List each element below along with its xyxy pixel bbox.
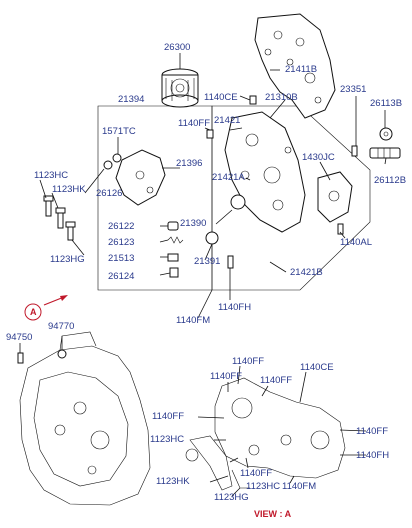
label-view-1123HC-a[interactable]: 1123HC bbox=[150, 434, 184, 445]
label-21391[interactable]: 21391 bbox=[194, 256, 220, 267]
view-a-arrow bbox=[43, 296, 65, 306]
oil-seal-part[interactable] bbox=[230, 194, 246, 210]
label-view-1123HC-b[interactable]: 1123HC bbox=[246, 481, 280, 492]
gear-26113B-part[interactable] bbox=[379, 127, 393, 141]
label-1140AL[interactable]: 1140AL bbox=[340, 237, 372, 248]
label-view-1140FF-b[interactable]: 1140FF bbox=[210, 371, 242, 382]
dipstick-94750-part[interactable] bbox=[17, 352, 24, 364]
washer-26126-part[interactable] bbox=[103, 160, 113, 170]
relief-bracket-part[interactable] bbox=[115, 149, 166, 206]
label-21421[interactable]: 21421 bbox=[214, 115, 240, 126]
label-view-1140FF-d[interactable]: 1140FF bbox=[152, 411, 184, 422]
label-21421A[interactable]: 21421A bbox=[212, 172, 245, 183]
label-21396[interactable]: 21396 bbox=[176, 158, 202, 169]
view-a-arrowhead bbox=[60, 295, 68, 301]
label-1140FH[interactable]: 1140FH bbox=[218, 302, 251, 313]
label-view-1140FM[interactable]: 1140FM bbox=[282, 481, 316, 492]
label-21390[interactable]: 21390 bbox=[180, 218, 206, 229]
label-26300[interactable]: 26300 bbox=[164, 42, 190, 53]
pump-cover-part[interactable] bbox=[317, 171, 353, 223]
relief-plunger-parts[interactable] bbox=[167, 221, 184, 278]
label-94770[interactable]: 94770 bbox=[48, 321, 74, 332]
label-view-1123HG[interactable]: 1123HG bbox=[214, 492, 249, 503]
bolt-23351-part[interactable] bbox=[351, 145, 358, 157]
label-view-1140FF-c[interactable]: 1140FF bbox=[260, 375, 292, 386]
view-a-marker-circle bbox=[24, 303, 42, 321]
label-view-1140FF-e[interactable]: 1140FF bbox=[356, 426, 388, 437]
bolt-1140FH-part[interactable] bbox=[227, 255, 234, 269]
label-21513[interactable]: 21513 bbox=[108, 253, 134, 264]
engine-block-sketch bbox=[19, 331, 151, 506]
label-21421B[interactable]: 21421B bbox=[290, 267, 323, 278]
label-21394[interactable]: 21394 bbox=[118, 94, 144, 105]
label-26124[interactable]: 26124 bbox=[108, 271, 134, 282]
label-1430JC[interactable]: 1430JC bbox=[302, 152, 335, 163]
label-view-1123HK[interactable]: 1123HK bbox=[156, 476, 190, 487]
label-view-1140CE[interactable]: 1140CE bbox=[300, 362, 334, 373]
label-1123HG[interactable]: 1123HG bbox=[50, 254, 85, 265]
label-21411B[interactable]: 21411B bbox=[285, 64, 317, 75]
view-a-caption: VIEW : A bbox=[254, 509, 292, 519]
label-21310B[interactable]: 21310B bbox=[265, 92, 298, 103]
bolt-set-left-part[interactable] bbox=[43, 195, 76, 241]
bolt-1140FF-part[interactable] bbox=[206, 129, 214, 139]
label-view-1140FF-a[interactable]: 1140FF bbox=[232, 356, 264, 367]
view-a-marker-letter: A bbox=[30, 307, 37, 317]
bolt-1140AL-part[interactable] bbox=[337, 223, 344, 235]
gasket-21391-part[interactable] bbox=[205, 231, 219, 245]
gear-shaft-part[interactable] bbox=[369, 147, 401, 159]
label-26112B[interactable]: 26112B bbox=[374, 175, 406, 186]
plug-1571TC-part[interactable] bbox=[112, 153, 122, 163]
label-26123[interactable]: 26123 bbox=[108, 237, 134, 248]
label-94750[interactable]: 94750 bbox=[6, 332, 32, 343]
label-1123HC[interactable]: 1123HC bbox=[34, 170, 68, 181]
label-1571TC[interactable]: 1571TC bbox=[102, 126, 136, 137]
label-1140CE-top[interactable]: 1140CE bbox=[204, 92, 238, 103]
label-1140FF-top[interactable]: 1140FF bbox=[178, 118, 210, 129]
label-26122[interactable]: 26122 bbox=[108, 221, 134, 232]
label-23351[interactable]: 23351 bbox=[340, 84, 366, 95]
label-26126[interactable]: 26126 bbox=[96, 188, 122, 199]
bolt-1140CE-part[interactable] bbox=[249, 95, 257, 105]
oil-filter-part[interactable] bbox=[161, 68, 199, 108]
sensor-94770-part[interactable] bbox=[57, 349, 67, 359]
label-1140FM[interactable]: 1140FM bbox=[176, 315, 210, 326]
label-view-1140FF-f[interactable]: 1140FF bbox=[240, 468, 272, 479]
label-1123HK[interactable]: 1123HK bbox=[52, 184, 86, 195]
label-26113B[interactable]: 26113B bbox=[370, 98, 402, 109]
label-view-1140FH[interactable]: 1140FH bbox=[356, 450, 389, 461]
timing-cover-part[interactable] bbox=[254, 13, 336, 119]
